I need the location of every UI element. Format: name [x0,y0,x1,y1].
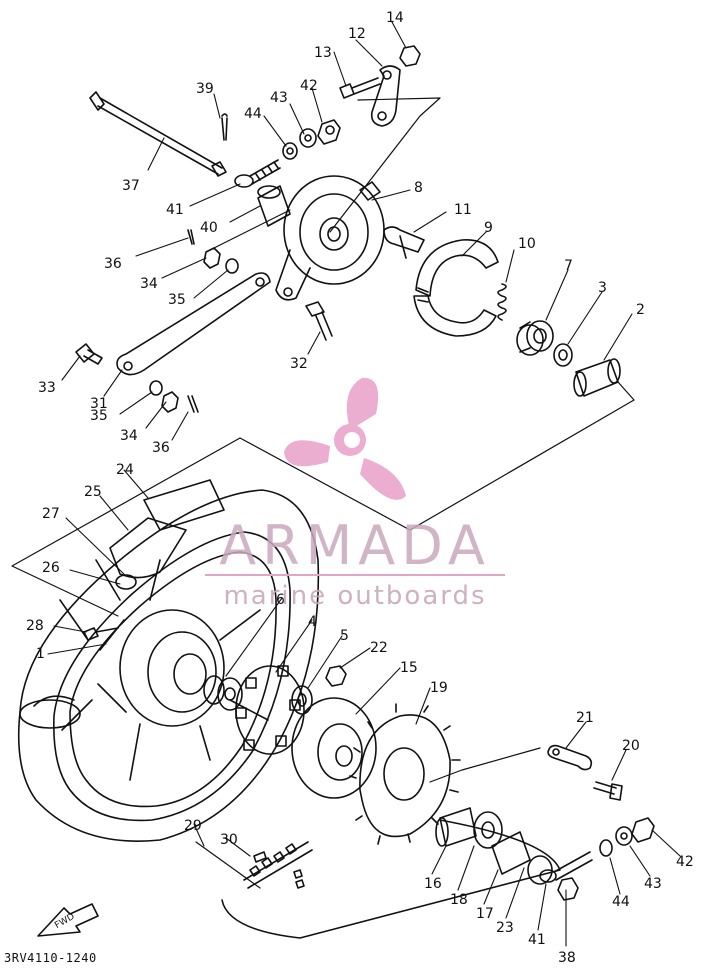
callout-29: 29 [184,818,202,834]
nut-pin-set-lower [149,380,199,413]
callout-19: 19 [430,680,448,696]
callout-10: 10 [518,236,536,252]
callout-23: 23 [496,920,514,936]
callout-41-upper: 41 [166,202,184,218]
callout-7: 7 [564,258,573,274]
bolt-28 [83,627,119,641]
callout-20: 20 [622,738,640,754]
bolt-13 [339,77,381,99]
callout-35-lower: 35 [90,408,108,424]
callout-27: 27 [42,506,60,522]
callout-1: 1 [36,646,45,662]
callout-42-upper: 42 [300,78,318,94]
sprocket-hub-15 [291,697,377,799]
bolt-20 [593,781,623,801]
spacer-2 [573,358,621,397]
callout-44-lower: 44 [612,894,630,910]
callout-22: 22 [370,640,388,656]
callout-5: 5 [340,628,349,644]
drum-assembly [109,479,225,590]
wheel-hub-1 [59,559,269,781]
callout-31: 31 [90,396,108,412]
callout-42-lower: 42 [676,854,694,870]
washers-nut-lower [599,817,655,857]
callout-25: 25 [84,484,102,500]
callout-37: 37 [122,178,140,194]
rear-axle [89,91,227,177]
callout-15: 15 [400,660,418,676]
callout-13: 13 [314,45,332,61]
callout-32: 32 [290,356,308,372]
nut-pin-set-upper [187,229,239,274]
callout-43-lower: 43 [644,876,662,892]
callout-24: 24 [116,462,134,478]
callout-40: 40 [200,220,218,236]
watermark-divider [205,574,505,576]
callout-2: 2 [636,302,645,318]
bearing-7 [516,320,554,356]
callout-9: 9 [484,220,493,236]
callout-17: 17 [476,906,494,922]
bearing-5 [291,685,313,715]
callout-28: 28 [26,618,44,634]
adjuster-bolt-41-lower [539,851,593,901]
bolt-33 [75,343,103,365]
callout-30: 30 [220,832,238,848]
callout-43-upper: 43 [270,90,288,106]
callout-8: 8 [414,180,423,196]
callout-11: 11 [454,202,472,218]
torque-rod-31 [116,272,271,376]
callout-6: 6 [276,592,285,608]
callout-14: 14 [386,10,404,26]
fwd-arrow-icon [37,903,99,937]
cotter-pin-39 [221,113,228,141]
drawing-code: 3RV4110-1240 [4,951,97,965]
propeller-logo-icon [284,377,406,500]
callout-41-lower: 41 [528,932,546,948]
callout-35-upper: 35 [168,292,186,308]
watermark-brand: ARMADA [219,514,491,577]
drive-chain-29 [221,819,561,939]
nut-14 [399,45,421,67]
chain-adjuster-21 [547,744,593,771]
seal-6 [203,675,243,711]
cam-lever-12 [370,65,401,127]
callout-18: 18 [450,892,468,908]
rear-sprocket-19 [349,703,461,845]
callout-12: 12 [348,26,366,42]
callout-36-upper: 36 [104,256,122,272]
callout-3: 3 [598,280,607,296]
callout-4: 4 [308,614,317,630]
brake-plate-8 [275,175,385,301]
callout-44-upper: 44 [244,106,262,122]
nut-22 [325,665,347,687]
brake-shoes-9 [413,239,499,337]
callout-leaders [47,21,681,947]
callout-36-lower: 36 [152,440,170,456]
bolt-32 [305,301,333,341]
hub-damper-4 [235,665,305,755]
callout-26: 26 [42,560,60,576]
adjuster-bolt-41 [234,159,281,188]
collar-40 [257,185,291,227]
callout-34-lower: 34 [120,428,138,444]
callout-38: 38 [558,950,576,966]
oil-seal-3 [553,343,573,367]
callout-33: 33 [38,380,56,396]
brake-cam-11 [383,226,425,259]
callout-21: 21 [576,710,594,726]
callout-numbers: 14 12 13 39 43 42 44 37 8 41 40 11 9 10 … [26,10,694,966]
callout-39: 39 [196,81,214,97]
callout-16: 16 [424,876,442,892]
assembly-leader-lines [11,97,635,889]
shoe-spring-10 [497,283,507,321]
axle-spacers-right [435,807,553,885]
callout-34-upper: 34 [140,276,158,292]
watermark-tagline: marine outboards [223,581,487,611]
washers-nut-upper [282,119,341,160]
